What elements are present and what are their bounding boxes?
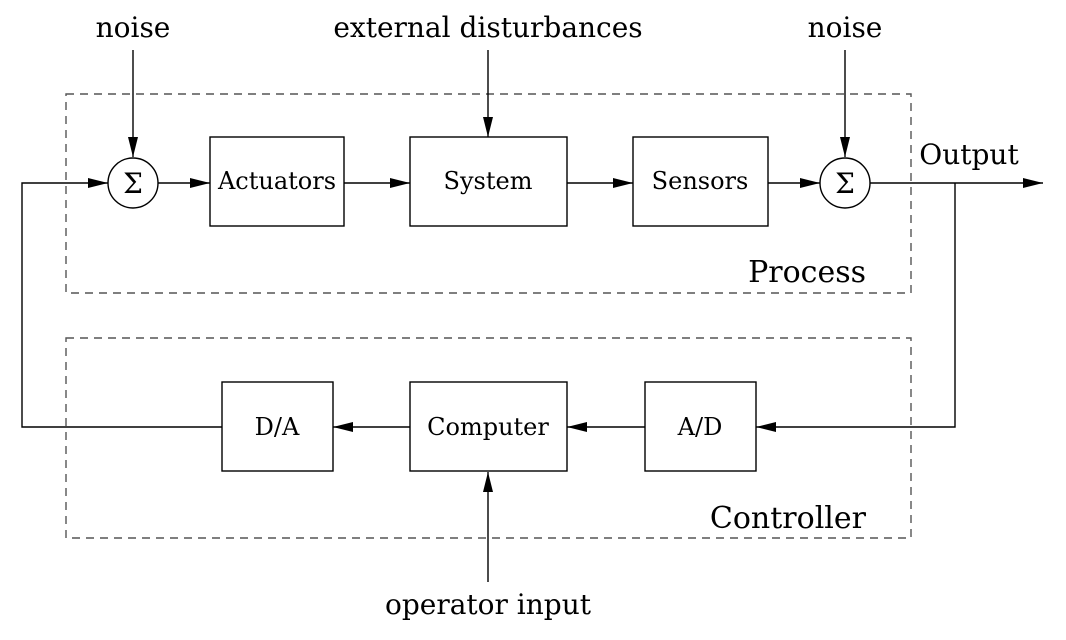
system-block: System bbox=[409, 136, 568, 227]
noise-left-label: noise bbox=[96, 11, 171, 44]
sensors-label: Sensors bbox=[652, 167, 749, 195]
input-sum-symbol: Σ bbox=[123, 167, 143, 200]
sensors-block: Sensors bbox=[632, 136, 769, 227]
computer-label: Computer bbox=[427, 413, 549, 441]
da-to-sum-arrow bbox=[21, 178, 222, 428]
input-summing-junction: Σ bbox=[107, 157, 159, 209]
process-group-label: Process bbox=[748, 255, 866, 290]
external-disturbances-label: external disturbances bbox=[333, 11, 642, 44]
controller-group-label: Controller bbox=[710, 501, 867, 536]
actuators-label: Actuators bbox=[217, 167, 336, 195]
computer-block: Computer bbox=[409, 381, 568, 472]
system-label: System bbox=[444, 167, 533, 195]
noise-right-label: noise bbox=[808, 11, 883, 44]
actuators-block: Actuators bbox=[209, 136, 345, 227]
output-summing-junction: Σ bbox=[819, 157, 871, 209]
ad-label: A/D bbox=[677, 413, 723, 441]
output-sum-symbol: Σ bbox=[835, 167, 855, 200]
controller-group-frame bbox=[65, 337, 912, 539]
da-block: D/A bbox=[221, 381, 334, 472]
da-label: D/A bbox=[255, 413, 300, 441]
ad-block: A/D bbox=[644, 381, 757, 472]
feedback-to-ad-arrow bbox=[756, 183, 956, 432]
operator-input-label: operator input bbox=[385, 588, 592, 621]
output-label: Output bbox=[919, 138, 1019, 171]
